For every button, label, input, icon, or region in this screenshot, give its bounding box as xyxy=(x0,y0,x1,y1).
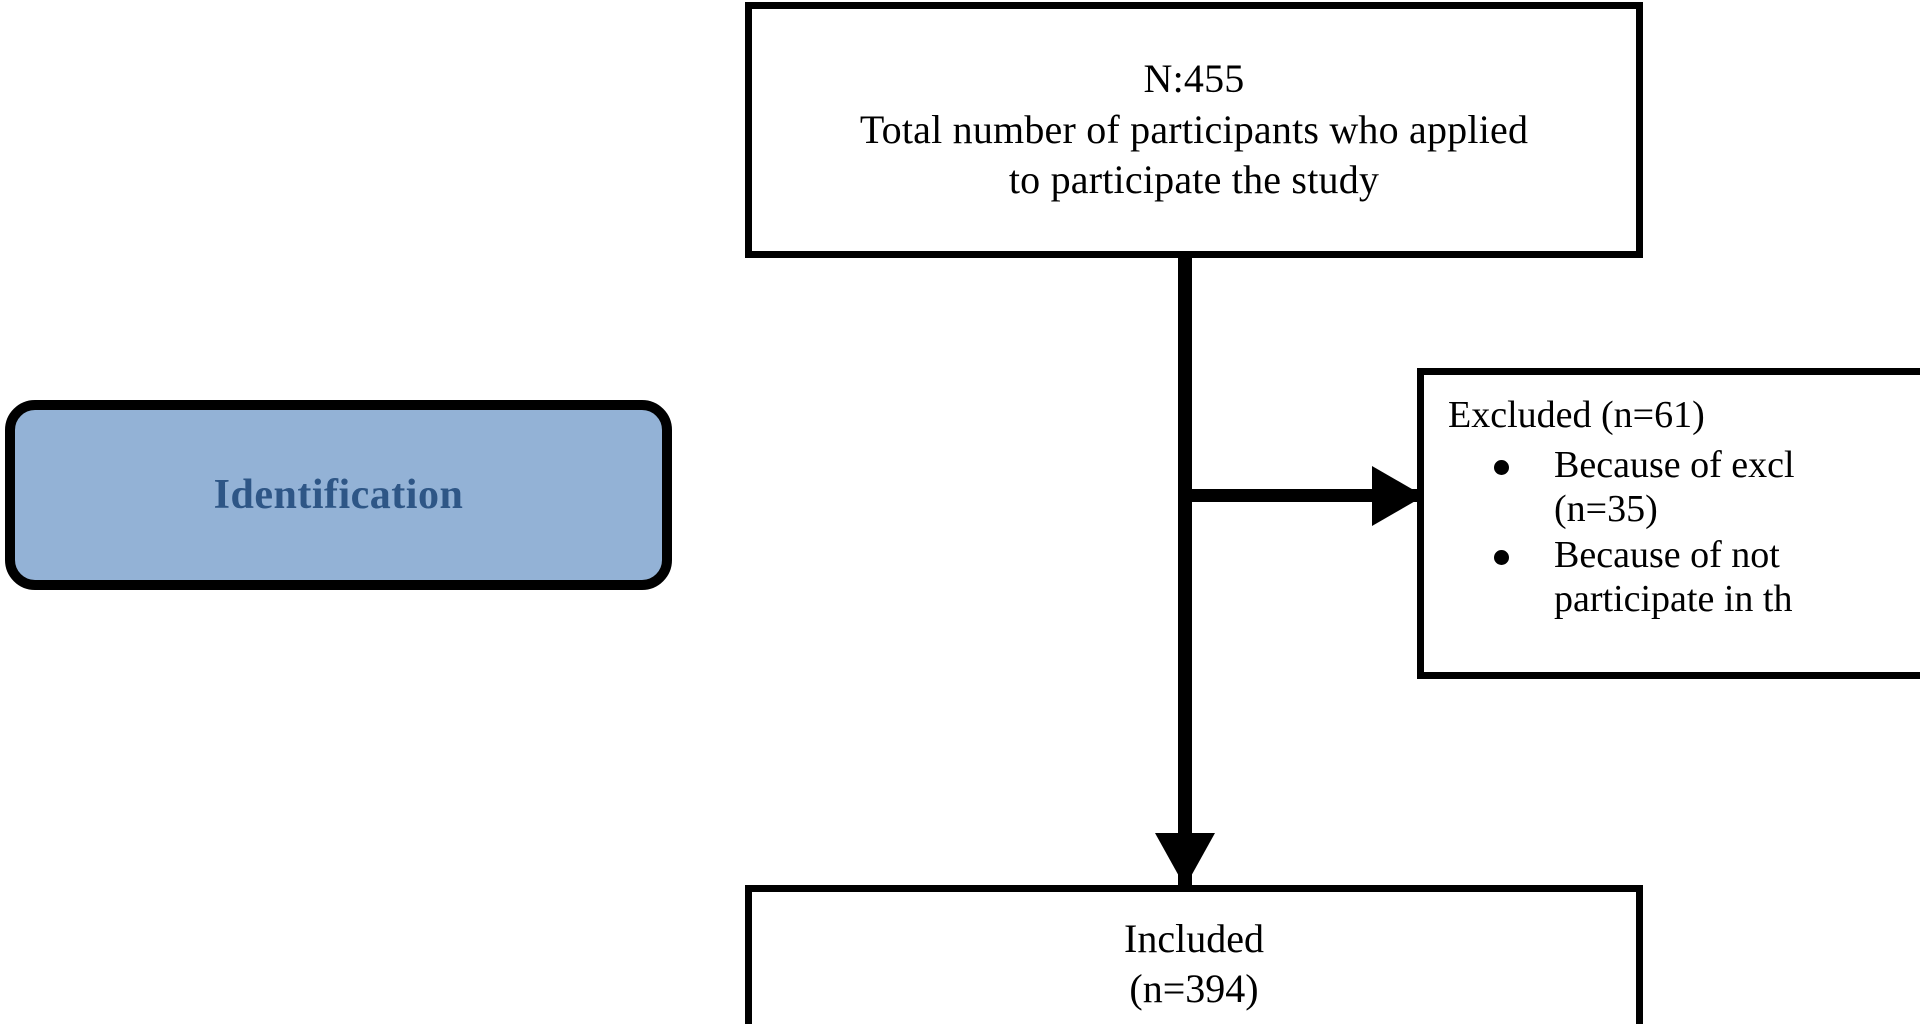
box-total-participants-text: N:455 Total number of participants who a… xyxy=(838,54,1550,206)
box-excluded-content: Excluded (n=61) Because of excl (n=35) B… xyxy=(1424,375,1920,621)
connector-vertical-line xyxy=(1178,258,1192,885)
box-included: Included (n=394) xyxy=(745,885,1643,1024)
box-total-participants: N:455 Total number of participants who a… xyxy=(745,2,1643,258)
bullet-dot-icon xyxy=(1494,550,1509,566)
total-description-line-1: Total number of participants who applied xyxy=(859,106,1529,152)
excluded-reason-list: Because of excl (n=35) Because of not pa… xyxy=(1448,443,1920,621)
box-included-text: Included (n=394) xyxy=(752,892,1636,1014)
stage-label-identification-text: Identification xyxy=(213,472,464,518)
list-item: Because of excl (n=35) xyxy=(1494,443,1920,531)
excluded-reason-1-line-1: Because of excl xyxy=(1554,444,1795,487)
arrow-right-icon xyxy=(1372,466,1424,526)
excluded-reason-1-line-2: (n=35) xyxy=(1554,488,1658,531)
total-count-line: N:455 xyxy=(1143,55,1245,101)
connector-horizontal-line xyxy=(1186,489,1417,502)
box-excluded: Excluded (n=61) Because of excl (n=35) B… xyxy=(1417,368,1920,679)
included-label-line: Included xyxy=(1124,916,1264,961)
total-description-line-2: to participate the study xyxy=(1008,157,1380,203)
excluded-reason-2-line-2: participate in th xyxy=(1554,578,1793,621)
excluded-title: Excluded (n=61) xyxy=(1448,394,1705,436)
stage-label-identification: Identification xyxy=(5,400,672,590)
excluded-reason-2-line-1: Because of not xyxy=(1554,534,1780,577)
arrow-down-icon xyxy=(1155,833,1215,887)
included-count-line: (n=394) xyxy=(1129,966,1259,1011)
bullet-dot-icon xyxy=(1494,460,1509,476)
list-item: Because of not participate in th xyxy=(1494,533,1920,621)
